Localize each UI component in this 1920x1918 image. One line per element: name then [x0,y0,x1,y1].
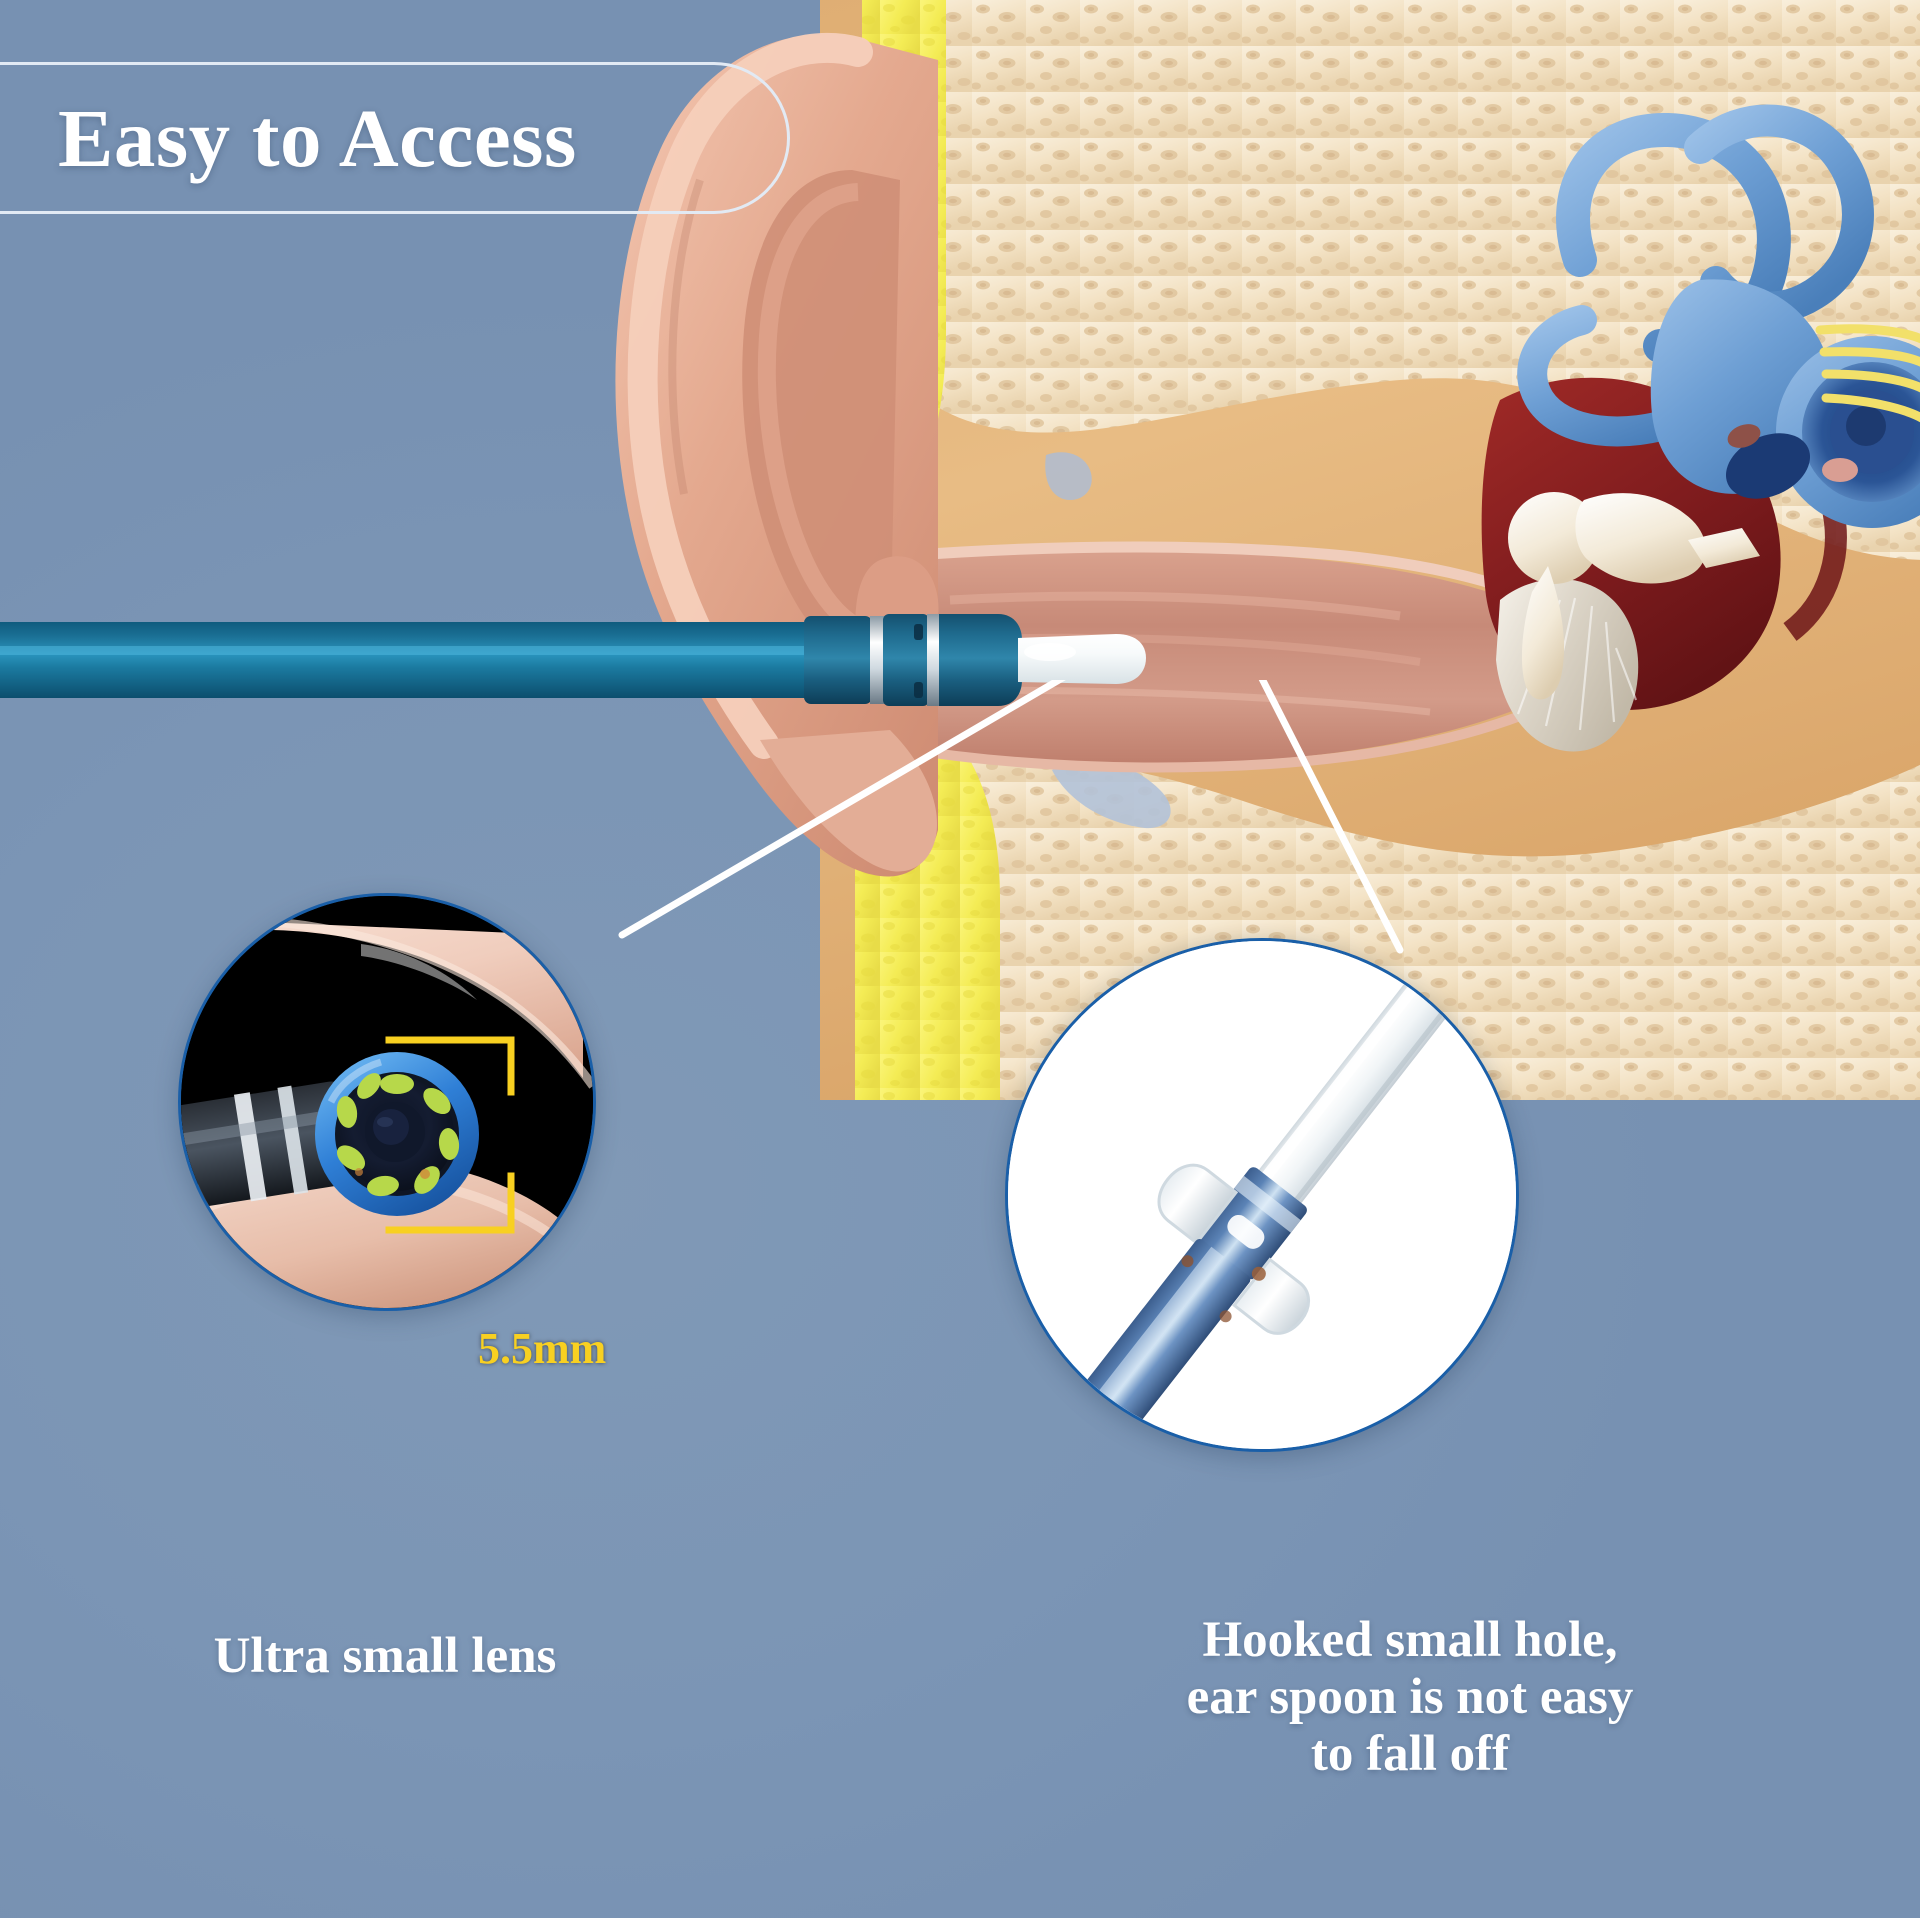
led-ring [336,1073,460,1197]
lens-face [315,1052,479,1216]
caption-ultra-small-lens: Ultra small lens [213,1628,557,1684]
contact-dot-c [1219,1310,1232,1323]
shaft-gloss [1082,1246,1224,1423]
caption-line-3: to fall off [1310,1726,1510,1783]
probe-ring-1 [870,616,885,704]
spoon-closeup-photo [1008,941,1516,1449]
probe-ring-2 [927,614,941,706]
probe-notch-a [914,624,923,640]
pinna-shadow [668,178,704,495]
caption-line-2: ear spoon is not easy [1186,1669,1634,1726]
antihelix [757,183,896,642]
contact-dot-b [1181,1255,1194,1268]
contact-dot-a [1251,1266,1266,1281]
stem-gloss [1262,966,1433,1180]
round-window [1727,424,1761,448]
caption-hooked-small-hole: Hooked small hole, ear spoon is not easy… [1090,1612,1730,1783]
auditory-nerve [1815,324,1920,423]
title-pill-badge: Easy to Access [0,62,790,214]
detail-circle-spoon[interactable] [1005,938,1519,1452]
probe-head-a [804,616,872,704]
probe-highlight [0,646,825,655]
hook-ring-right [1232,1257,1311,1335]
cerumen-gland-a [1045,452,1092,500]
spoon-gloss [1024,643,1076,661]
skull-block [820,0,1920,1100]
stem-edge [1294,991,1460,1201]
endoscope-probe[interactable] [0,600,1310,770]
caption-line-1: Hooked small hole, [1202,1612,1618,1668]
dimension-bracket [385,1036,515,1234]
fingernail [361,944,477,1000]
hook-ring-left [1157,1163,1239,1246]
finger-upper [181,918,583,1078]
ear-spoon-assembly [1071,960,1466,1443]
cerumen-gland-b [1052,760,1171,829]
ossicles [1508,492,1760,700]
probe-notch-b [914,682,923,698]
detail-circle-lens[interactable] [178,893,596,1311]
lens-closeup-photo [181,896,593,1308]
lens-diameter-label: 5.5mm [478,1324,607,1373]
page-title: Easy to Access [58,92,577,184]
hook-small-hole [1227,1214,1265,1249]
clear-spoon-stem [1253,960,1466,1214]
probe-shaft [0,622,825,698]
oval-window [1725,433,1811,499]
probe-nose [939,614,1022,706]
inner-ear-structures [1517,104,1920,528]
